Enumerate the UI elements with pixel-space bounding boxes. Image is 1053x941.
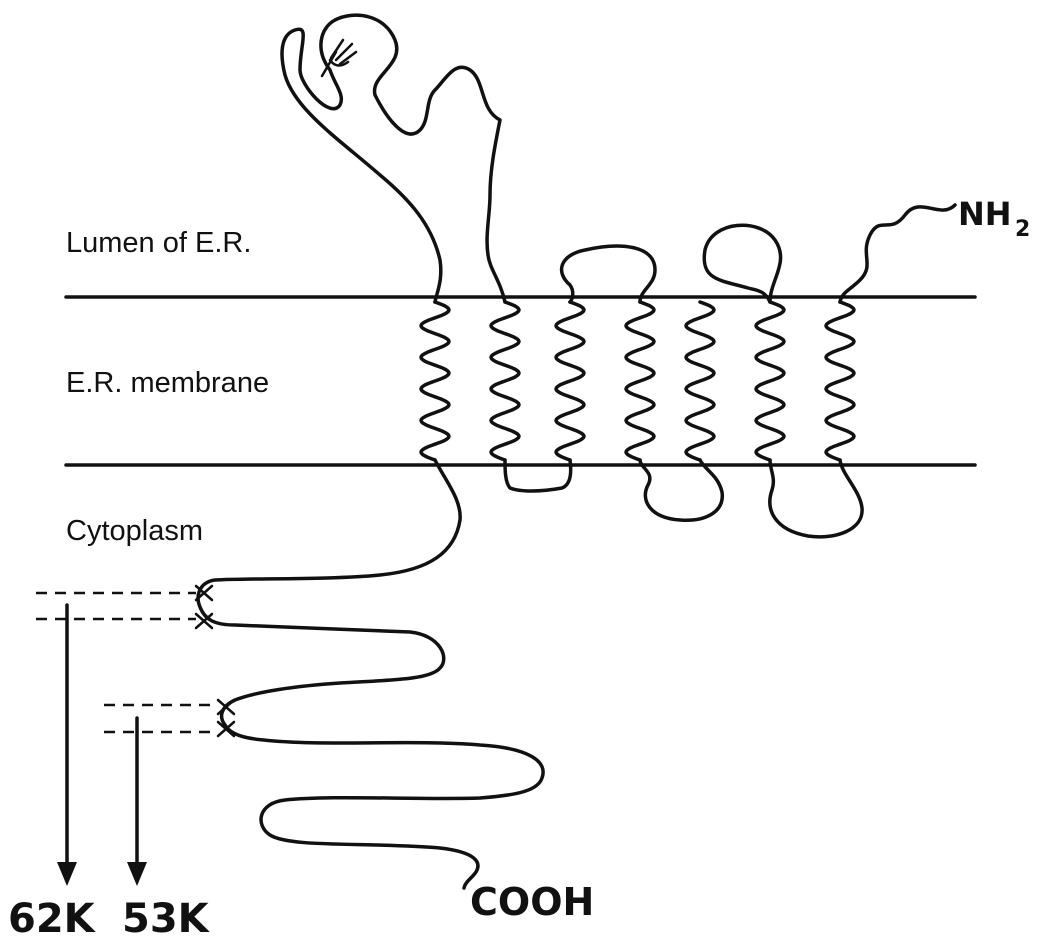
cytoplasmic-loop-tm5-tm4: [640, 460, 722, 520]
glycosylation-site-icon: [322, 40, 356, 76]
lumenal-glycosylated-domain: [282, 15, 505, 302]
c-terminus-label: COOH: [470, 880, 594, 924]
cytoplasmic-loop-tm7-tm6: [770, 460, 862, 537]
fragment-53k-arrowhead: [127, 862, 147, 886]
transmembrane-helix-1: [421, 302, 449, 460]
transmembrane-helix-2: [491, 302, 519, 460]
membrane-label: E.R. membrane: [66, 367, 269, 399]
lumenal-loop-tm4-tm3: [562, 246, 655, 302]
n-terminus-subscript: 2: [1015, 217, 1030, 242]
cleavage-site-62k: [36, 586, 212, 886]
protein-chain: [198, 15, 955, 888]
cleavage-mark-upper: [218, 700, 234, 714]
n-terminus-label: NH: [958, 195, 1012, 233]
fragment-62k-arrowhead: [57, 862, 77, 886]
transmembrane-helix-5: [686, 302, 714, 460]
fragment-62k-label: 62K: [8, 896, 97, 941]
n-terminal-tail: [840, 205, 955, 302]
transmembrane-helix-7: [826, 302, 854, 460]
fragment-53k-label: 53K: [122, 896, 211, 941]
cleavage-site-53k: [104, 700, 234, 886]
cytoplasm-label: Cytoplasm: [66, 515, 203, 547]
transmembrane-helix-4: [626, 302, 654, 460]
cytoplasmic-c-terminal-domain: [198, 460, 543, 888]
lumen-label: Lumen of E.R.: [66, 227, 251, 259]
transmembrane-helix-3: [556, 302, 584, 460]
transmembrane-helix-6: [756, 302, 784, 460]
lumenal-loop-tm6-tm5: [704, 225, 780, 302]
